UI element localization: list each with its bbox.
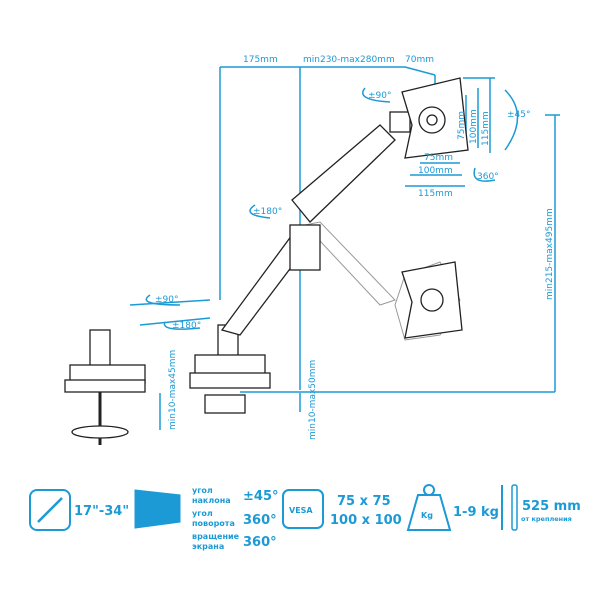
spec-reach: 525 mm от крепления <box>501 484 581 531</box>
vesa-icon <box>282 489 324 529</box>
swivel-label-text: угол поворота <box>192 509 235 528</box>
height-range: min215-max495mm <box>545 208 555 300</box>
tilt-label: ±45° <box>507 110 531 120</box>
tilt-value: ±45° <box>243 489 278 504</box>
weight-icon <box>406 494 452 531</box>
dim-top-mid: min230-max280mm <box>303 55 395 65</box>
spec-weight: Kg 1-9 kg <box>406 484 499 531</box>
dim-top-left: 175mm <box>243 55 278 65</box>
vesa-badge: VESA <box>289 506 313 515</box>
tilt-screen-icon <box>134 489 181 529</box>
clamp-left <box>64 329 146 445</box>
tilt-label-text: угол наклона <box>192 486 231 505</box>
dimension-lines <box>129 66 560 430</box>
vesa-h115: 115mm <box>418 189 453 199</box>
vesa-size-1: 75 x 75 <box>337 494 391 509</box>
rotate-top-label: ±90° <box>368 91 392 101</box>
grommet-range: min10-max50mm <box>308 360 318 440</box>
monitor-arm <box>189 77 469 414</box>
swivel-low-label: ±180° <box>172 321 201 331</box>
vesa-v100: 100mm <box>469 109 479 144</box>
reach-value: 525 mm <box>522 499 581 514</box>
vesa-h75: 75mm <box>424 153 453 163</box>
spec-size: 17"-34" <box>29 489 129 531</box>
rotate-screen-label: 360° <box>477 172 499 182</box>
spec-angles: ±45° 360° 360° <box>134 489 278 550</box>
lowered-vesa-hub <box>420 288 444 312</box>
vesa-v115: 115mm <box>481 111 491 146</box>
rotation-value: 360° <box>243 535 277 550</box>
vesa-v75: 75mm <box>457 111 467 140</box>
reach-label: от крепления <box>521 515 572 523</box>
diagonal-icon <box>29 489 71 531</box>
dim-top-right: 70mm <box>405 55 434 65</box>
weight-value: 1-9 kg <box>453 505 499 520</box>
size-value: 17"-34" <box>74 504 129 519</box>
clamp-range: min10-max45mm <box>168 350 178 430</box>
swivel-mid-label: ±180° <box>253 207 282 217</box>
rotation-label-text: вращение экрана <box>192 532 240 551</box>
vesa-size-2: 100 x 100 <box>330 513 402 528</box>
weight-badge: Kg <box>421 511 433 520</box>
spec-vesa: VESA 75 x 75 100 x 100 <box>282 489 402 529</box>
vesa-h100: 100mm <box>418 166 453 176</box>
rotate-left-label: ±90° <box>155 295 179 305</box>
swivel-value: 360° <box>243 513 277 528</box>
